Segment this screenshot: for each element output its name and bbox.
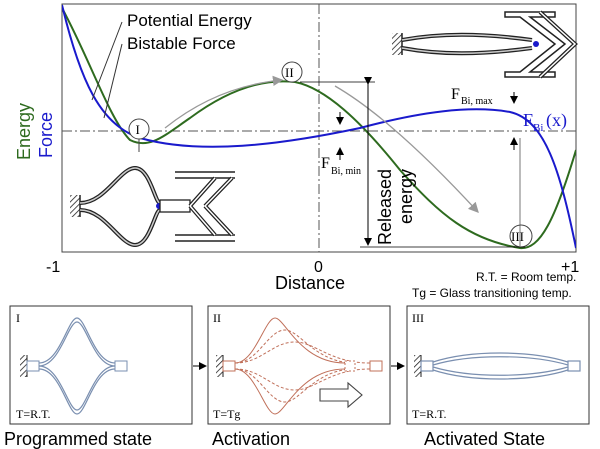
note-room-temp: R.T. = Room temp. (476, 270, 576, 284)
panel-one-beam (20, 317, 128, 415)
caption-programmed-state: Programmed state (4, 429, 152, 449)
fbi-x-sub: Bi (533, 122, 543, 134)
panel-two-motion-arrow (319, 381, 363, 409)
panel-two-beam (216, 317, 383, 415)
caption-activation: Activation (212, 429, 290, 449)
fbi-max-label: F (451, 86, 460, 103)
legend-leader-force (103, 43, 123, 119)
x-axis-label: Distance (275, 273, 345, 293)
fbi-x-arg: (x) (546, 110, 567, 131)
panel-one-numeral: I (16, 311, 20, 325)
guide-arrow-rise (164, 75, 284, 129)
x-tick-left: -1 (46, 259, 60, 276)
fbi-min-label: F (321, 155, 330, 172)
x-tick-mid: 0 (314, 259, 323, 276)
panel-two-frame (207, 305, 391, 425)
legend-leader-energy (91, 21, 123, 101)
fbi-x-label: F (523, 110, 533, 130)
marker-one: I (136, 122, 140, 137)
legend-bistable-force: Bistable Force (127, 34, 236, 53)
released-energy-line2: energy (396, 169, 416, 224)
bistable-force-curve (62, 4, 576, 249)
fbi-min-sub: Bi, min (331, 166, 361, 177)
legend-potential-energy: Potential Energy (127, 11, 252, 30)
y-label-force: Force (36, 112, 56, 158)
x-tick-right: +1 (561, 259, 579, 276)
panel-three-temp: T=R.T. (412, 407, 447, 421)
panel-one-temp: T=R.T. (16, 407, 51, 421)
released-energy-line1: Released (375, 169, 395, 245)
marker-two: II (285, 65, 294, 80)
mechanism-compressed-inset (392, 10, 578, 79)
potential-energy-curve (62, 7, 576, 250)
panel-two-temp: T=Tg (213, 407, 240, 421)
panel-two-numeral: II (213, 311, 221, 325)
panel-three-frame (406, 305, 590, 425)
caption-activated-state: Activated State (424, 429, 545, 449)
fbi-max-sub: Bi, max (461, 96, 493, 107)
y-label-energy: Energy (14, 103, 34, 160)
marker-circle-two (281, 61, 303, 83)
marker-three: III (511, 229, 524, 244)
guide-arrow-descend (334, 85, 479, 213)
note-glass-temp: Tg = Glass transitioning temp. (412, 286, 572, 300)
panel-three-numeral: III (412, 311, 424, 325)
panel-one-frame (9, 305, 193, 425)
mechanism-expanded-inset (70, 165, 235, 248)
panel-three-beam (414, 352, 581, 380)
